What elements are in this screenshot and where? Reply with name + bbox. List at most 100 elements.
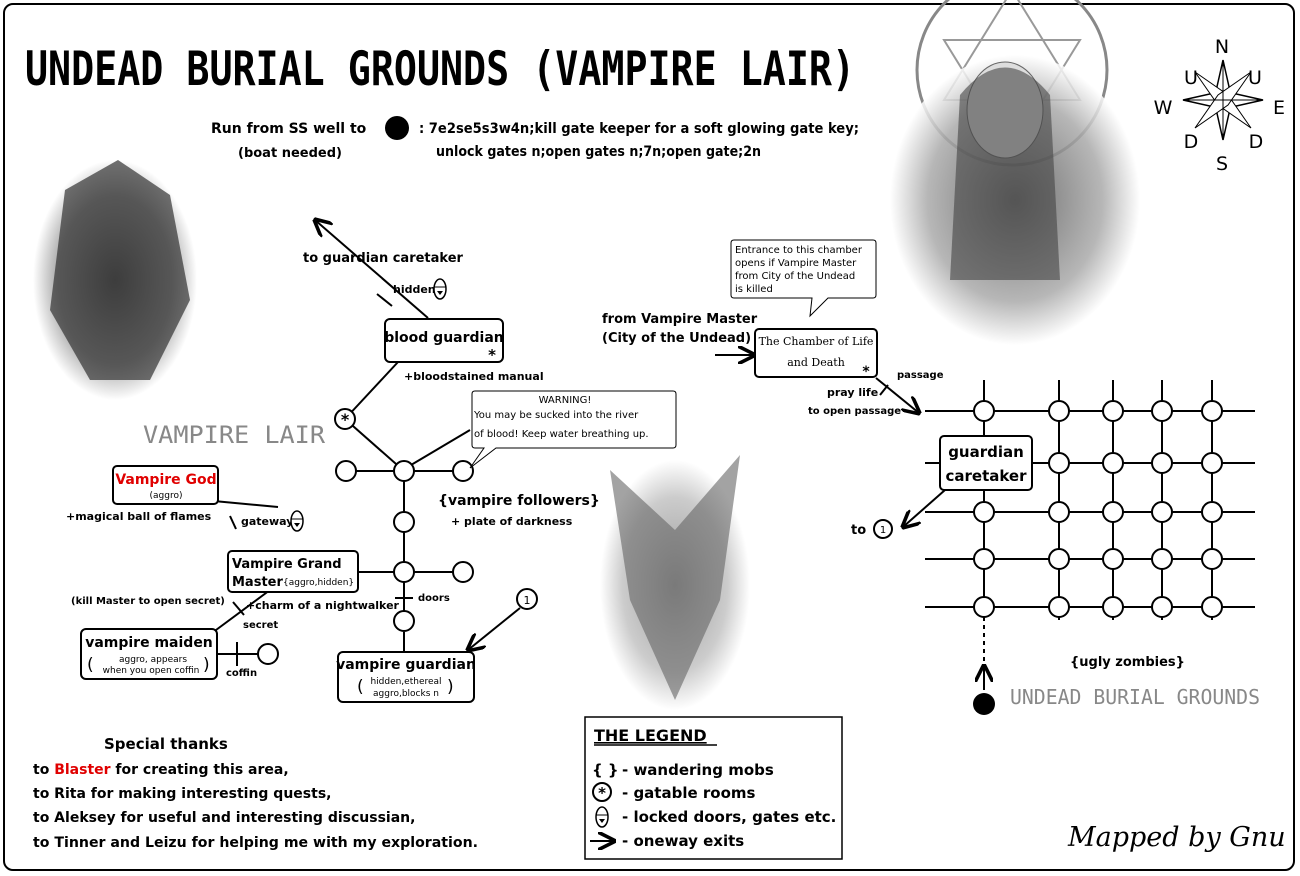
svg-text:- locked doors, gates etc.: - locked doors, gates etc. xyxy=(622,808,836,826)
mapped-by-credit: Mapped by Gnu xyxy=(1067,822,1286,853)
compass-s: S xyxy=(1216,153,1228,175)
legend-lock-icon xyxy=(595,806,609,828)
label-to-caretaker: to guardian caretaker xyxy=(303,251,464,266)
label-ugly-zombies: {ugly zombies} xyxy=(1070,655,1185,670)
room xyxy=(393,511,415,533)
oneway-exit-arrow xyxy=(903,489,946,527)
legend-braces-icon: { } xyxy=(592,761,619,779)
label-hidden: hidden xyxy=(393,283,436,296)
vampire-portrait-illustration xyxy=(890,0,1140,345)
label-gateway: gateway xyxy=(241,515,293,528)
room xyxy=(335,460,357,482)
destination-dot-icon xyxy=(385,116,409,140)
compass-n: N xyxy=(1215,36,1229,58)
boat-note: (boat needed) xyxy=(238,146,342,161)
label-passage: passage xyxy=(897,370,944,381)
svg-text:opens if Vampire Master: opens if Vampire Master xyxy=(735,258,857,269)
lair-labels: to guardian caretaker hidden +bloodstain… xyxy=(66,251,600,679)
svg-text:when you open coffin: when you open coffin xyxy=(103,666,200,676)
room-vampire-god: Vampire God (aggro) xyxy=(112,465,219,505)
compass-w: W xyxy=(1154,97,1173,119)
map-title: UNDEAD BURIAL GROUNDS (VAMPIRE LAIR) xyxy=(25,42,855,97)
svg-text:): ) xyxy=(447,677,454,697)
zombie-grid xyxy=(925,380,1255,620)
svg-text:from City of the Undead: from City of the Undead xyxy=(735,271,855,282)
area-label-undead-burial-grounds: UNDEAD BURIAL GROUNDS xyxy=(1010,685,1260,709)
room-vampire-guardian: vampire guardian hidden,ethereal aggro,b… xyxy=(336,651,476,703)
room xyxy=(393,561,415,583)
svg-text:Vampire God: Vampire God xyxy=(115,472,216,488)
svg-text:blood guardian: blood guardian xyxy=(384,330,504,346)
entrance-note: Entrance to this chamber opens if Vampir… xyxy=(730,239,877,318)
svg-text:guardian: guardian xyxy=(948,443,1024,461)
legend-title: THE LEGEND xyxy=(594,726,707,745)
bat-winged-vampiress-illustration xyxy=(600,455,750,710)
svg-text:Master: Master xyxy=(232,575,283,590)
room-vampire-maiden: vampire maiden aggro, appears when you o… xyxy=(80,628,218,680)
thanks-heading: Special thanks xyxy=(104,735,228,753)
room-coffin xyxy=(257,643,279,665)
svg-text:aggro, appears: aggro, appears xyxy=(119,655,187,665)
area-label-vampire-lair: VAMPIRE LAIR xyxy=(143,421,326,449)
svg-text:hidden,ethereal: hidden,ethereal xyxy=(370,677,441,687)
room-vampire-grand-master: Vampire Grand Master {aggro,hidden} xyxy=(227,550,359,593)
directions-prefix: Run from SS well to xyxy=(211,121,367,137)
svg-text:to Aleksey for useful and inte: to Aleksey for useful and interesting di… xyxy=(33,810,415,826)
legend-gatable-icon xyxy=(592,782,612,802)
svg-text:aggro,blocks n: aggro,blocks n xyxy=(373,689,439,699)
svg-text:- wandering mobs: - wandering mobs xyxy=(622,761,774,779)
compass-down-1: D xyxy=(1184,131,1199,153)
directions: Run from SS well to : 7e2se5s3w4n;kill g… xyxy=(211,116,859,161)
svg-text:*: * xyxy=(598,784,606,802)
svg-text:- gatable rooms: - gatable rooms xyxy=(622,784,756,802)
label-coffin: coffin xyxy=(226,668,257,679)
svg-text:to Rita for making interesting: to Rita for making interesting quests, xyxy=(33,786,331,802)
thanks-blaster: Blaster xyxy=(54,762,110,778)
directions-route-1: : 7e2se5s3w4n;kill gate keeper for a sof… xyxy=(419,121,859,137)
oneway-exit-arrow xyxy=(875,377,919,413)
warning-note: WARNING! You may be sucked into the rive… xyxy=(469,390,677,469)
compass-e: E xyxy=(1273,97,1285,119)
marker-one-circle xyxy=(873,519,893,539)
label-pray-life: pray life xyxy=(827,386,878,399)
label-to: to xyxy=(851,523,866,538)
marker-one: 1 xyxy=(880,525,886,536)
svg-text:(: ( xyxy=(87,655,94,675)
svg-text:to Blaster for creating this a: to Blaster for creating this area, xyxy=(33,762,289,778)
vampire-couple-illustration xyxy=(33,160,197,400)
svg-text:(aggro): (aggro) xyxy=(150,491,183,501)
svg-text:You may be sucked into the riv: You may be sucked into the river xyxy=(473,410,639,421)
room xyxy=(393,610,415,632)
map-border xyxy=(3,3,1295,871)
label-pray-open: to open passage xyxy=(808,406,901,417)
label-secret: secret xyxy=(243,620,278,631)
room-blood-guardian: blood guardian * xyxy=(384,318,504,364)
svg-text:WARNING!: WARNING! xyxy=(539,395,592,406)
svg-text:Vampire Grand: Vampire Grand xyxy=(232,557,342,572)
compass-down-2: D xyxy=(1249,131,1264,153)
svg-text:is killed: is killed xyxy=(735,284,773,295)
room xyxy=(452,561,474,583)
room-chamber-of-life-and-death: The Chamber of Life and Death * xyxy=(754,328,878,380)
lock-icon xyxy=(290,510,304,532)
label-plate: + plate of darkness xyxy=(451,515,573,528)
svg-text:): ) xyxy=(203,655,210,675)
label-vampire-followers: {vampire followers} xyxy=(438,493,600,509)
svg-text:vampire guardian: vampire guardian xyxy=(336,657,476,673)
label-from-vampire-master-1: from Vampire Master xyxy=(602,312,758,327)
lair-rooms: 1 xyxy=(257,408,538,665)
label-magical-ball: +magical ball of flames xyxy=(66,510,212,523)
marker-one-circle xyxy=(516,588,538,610)
directions-route-2: unlock gates n;open gates n;7n;open gate… xyxy=(436,144,761,160)
svg-text:Entrance to this chamber: Entrance to this chamber xyxy=(735,245,863,256)
svg-text:- oneway exits: - oneway exits xyxy=(622,832,744,850)
label-charm: +charm of a nightwalker xyxy=(246,599,400,612)
room xyxy=(452,460,474,482)
compass-up-1: U xyxy=(1184,67,1198,89)
burial-labels: from Vampire Master (City of the Undead)… xyxy=(602,312,1185,670)
svg-text:and Death: and Death xyxy=(787,356,845,369)
svg-text:caretaker: caretaker xyxy=(945,467,1027,485)
label-kill-master: (kill Master to open secret) xyxy=(71,596,225,607)
svg-text:The Chamber of Life: The Chamber of Life xyxy=(759,335,874,348)
